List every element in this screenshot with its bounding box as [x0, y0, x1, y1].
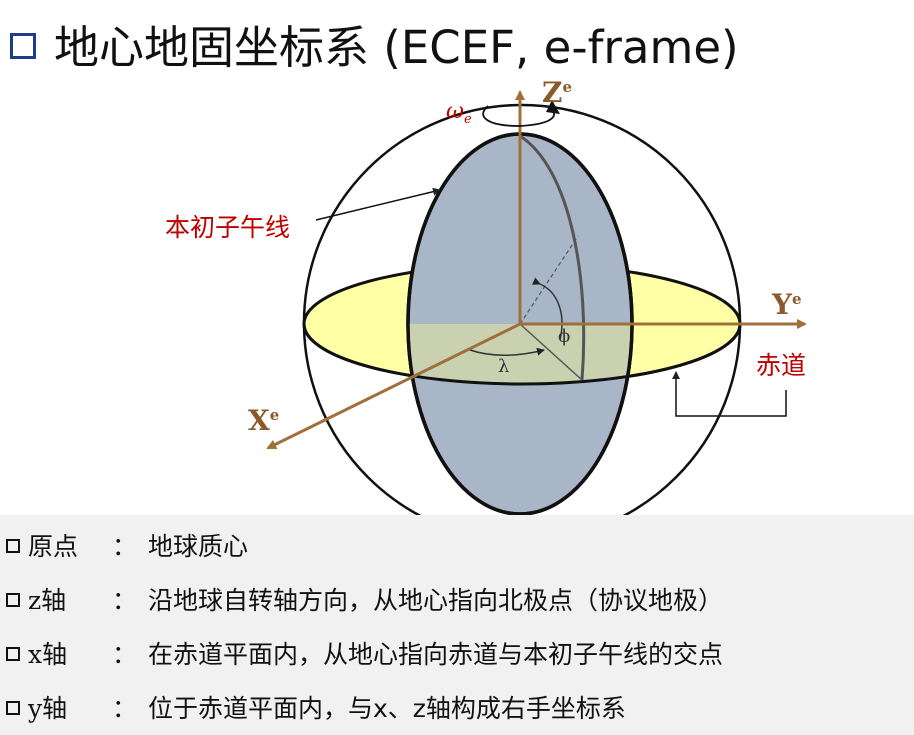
lambda-label: λ — [498, 356, 509, 377]
omega-label: ωe — [446, 99, 472, 127]
lambda-arc — [469, 347, 545, 357]
equator-front-edge — [302, 323, 742, 386]
definition-list: 原点 ： 地球质心 z轴 ： 沿地球自转轴方向，从地心指向北极点（协议地极） x… — [0, 515, 914, 735]
x-axis-arrow — [266, 322, 521, 450]
title-row: 地心地固坐标系 (ECEF, e-frame) — [10, 8, 910, 78]
bullet-desc: 沿地球自转轴方向，从地心指向北极点（协议地极） — [148, 586, 724, 615]
square-bullet-icon — [6, 593, 20, 607]
radius-to-point — [519, 235, 579, 325]
square-bullet-icon — [10, 33, 36, 59]
page-title: 地心地固坐标系 (ECEF, e-frame) — [54, 20, 739, 74]
local-meridian-line — [519, 134, 586, 381]
bullet-term: z轴 — [28, 586, 67, 615]
phi-label: ϕ — [558, 326, 570, 347]
list-item: z轴 ： 沿地球自转轴方向，从地心指向北极点（协议地极） — [6, 579, 723, 619]
ecef-diagram: ϕ λ ωe Ze Ye Xe 本初子午线 赤道 — [165, 78, 807, 515]
radius-to-equator — [519, 323, 583, 381]
bullet-term: 原点 — [28, 532, 79, 561]
x-axis-label: Xe — [248, 404, 279, 437]
rotation-arc — [482, 105, 555, 127]
rotation-arrowhead-icon — [546, 100, 560, 114]
list-item: y轴 ： 位于赤道平面内，与x、z轴构成右手坐标系 — [6, 687, 626, 727]
list-item: x轴 ： 在赤道平面内，从地心指向赤道与本初子午线的交点 — [6, 633, 723, 673]
prime-meridian-label: 本初子午线 — [165, 213, 290, 242]
z-axis-label: Ze — [542, 78, 572, 109]
list-item: 原点 ： 地球质心 — [6, 525, 248, 565]
square-bullet-icon — [6, 647, 20, 661]
bullet-desc: 在赤道平面内，从地心指向赤道与本初子午线的交点 — [148, 640, 724, 669]
square-bullet-icon — [6, 701, 20, 715]
bullet-colon: ： — [112, 640, 138, 669]
equator-pointer — [672, 371, 787, 417]
bullet-colon: ： — [112, 694, 138, 723]
prime-meridian-pointer — [315, 187, 441, 221]
bullet-term: x轴 — [28, 640, 68, 669]
bullet-term: y轴 — [28, 694, 68, 723]
bullet-colon: ： — [112, 532, 138, 561]
bullet-desc: 地球质心 — [148, 532, 249, 561]
bullet-desc: 位于赤道平面内，与x、z轴构成右手坐标系 — [148, 694, 626, 723]
phi-arc — [531, 277, 563, 341]
bullet-colon: ： — [112, 586, 138, 615]
square-bullet-icon — [6, 539, 20, 553]
y-axis-label: Ye — [771, 288, 802, 321]
equator-label: 赤道 — [756, 351, 806, 380]
